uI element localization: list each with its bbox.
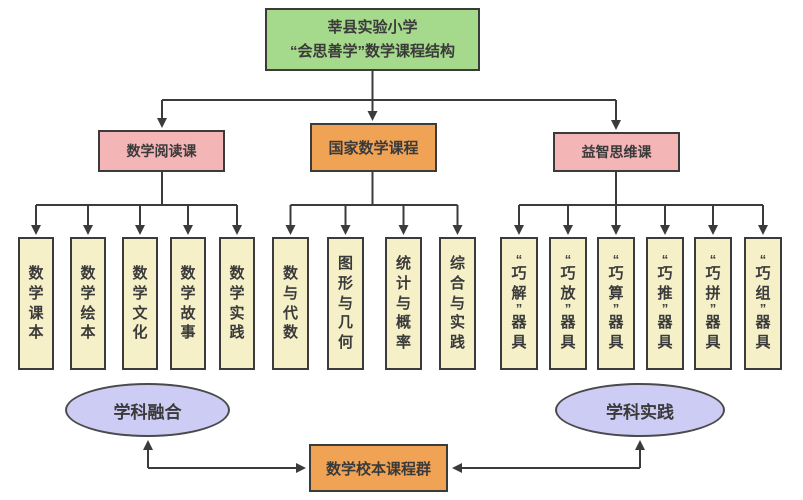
puzzle-leaf-1: “巧放”器具 xyxy=(549,237,587,370)
puzzle-leaf-5: “巧组”器具 xyxy=(744,237,782,370)
national-leaf-3: 综合与实践 xyxy=(439,237,476,370)
branch-puzzle-node: 益智思维课 xyxy=(553,132,680,172)
reading-leaf-3: 数学故事 xyxy=(170,237,206,370)
puzzle-leaf-0: “巧解”器具 xyxy=(500,237,538,370)
practice-ellipse: 学科实践 xyxy=(555,383,725,437)
puzzle-leaf-3: “巧推”器具 xyxy=(646,237,684,370)
puzzle-leaf-4: “巧拼”器具 xyxy=(694,237,732,370)
national-leaf-0: 数与代数 xyxy=(272,237,309,370)
root-title-line2: “会思善学”数学课程结构 xyxy=(289,42,455,60)
reading-leaf-0: 数学课本 xyxy=(18,237,54,370)
reading-leaf-2: 数学文化 xyxy=(122,237,158,370)
fusion-ellipse: 学科融合 xyxy=(65,383,230,437)
reading-leaf-1: 数学绘本 xyxy=(70,237,106,370)
national-leaf-2: 统计与概率 xyxy=(385,237,422,370)
puzzle-leaf-2: “巧算”器具 xyxy=(597,237,635,370)
root-node: 莘县实验小学 “会思善学”数学课程结构 xyxy=(265,8,480,71)
reading-leaf-4: 数学实践 xyxy=(219,237,255,370)
branch-reading-node: 数学阅读课 xyxy=(98,130,225,172)
national-leaf-1: 图形与几何 xyxy=(327,237,364,370)
root-title-line1: 莘县实验小学 xyxy=(327,18,418,36)
branch-national-node: 国家数学课程 xyxy=(310,123,437,172)
school-course-group-node: 数学校本课程群 xyxy=(309,444,448,492)
